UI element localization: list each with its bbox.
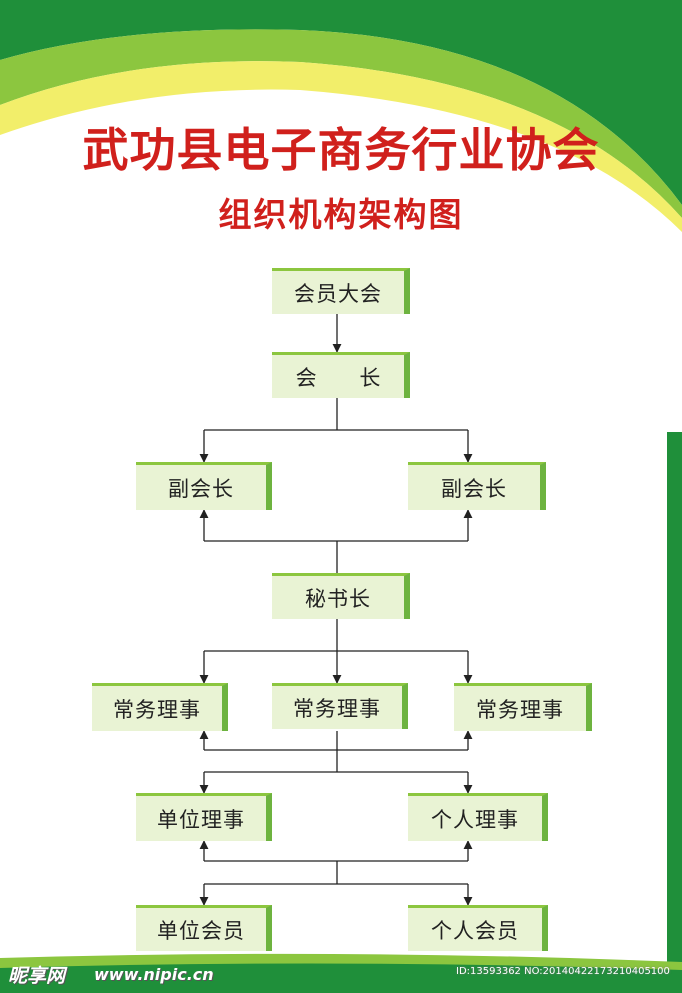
sub-title: 组织机构架构图 — [218, 195, 464, 234]
node-executive-director-left: 常务理事 — [92, 683, 228, 731]
watermark-logo: 昵享网 — [8, 965, 66, 987]
node-executive-director-right: 常务理事 — [454, 683, 592, 731]
node-vice-president-left: 副会长 — [136, 462, 272, 510]
bottom-green-band — [0, 962, 682, 993]
node-individual-member: 个人会员 — [408, 905, 548, 951]
bottom-light-band — [0, 953, 682, 970]
node-vice-president-right: 副会长 — [408, 462, 546, 510]
top-lightgreen-band — [0, 29, 682, 218]
node-unit-member: 单位会员 — [136, 905, 272, 951]
watermark-site: www.nipic.cn — [94, 965, 214, 984]
node-president: 会 长 — [272, 352, 410, 398]
node-member-assembly: 会员大会 — [272, 268, 410, 314]
node-individual-director: 个人理事 — [408, 793, 548, 841]
connectors — [199, 314, 473, 906]
node-secretary-general: 秘书长 — [272, 573, 410, 619]
node-unit-director: 单位理事 — [136, 793, 272, 841]
image-id-text: ID:13593362 NO:20140422173210405100 — [456, 966, 670, 977]
node-executive-director-center: 常务理事 — [272, 683, 408, 729]
main-title: 武功县电子商务行业协会 — [82, 123, 600, 177]
top-green-swoosh — [0, 0, 682, 205]
right-green-stripe — [667, 432, 682, 962]
